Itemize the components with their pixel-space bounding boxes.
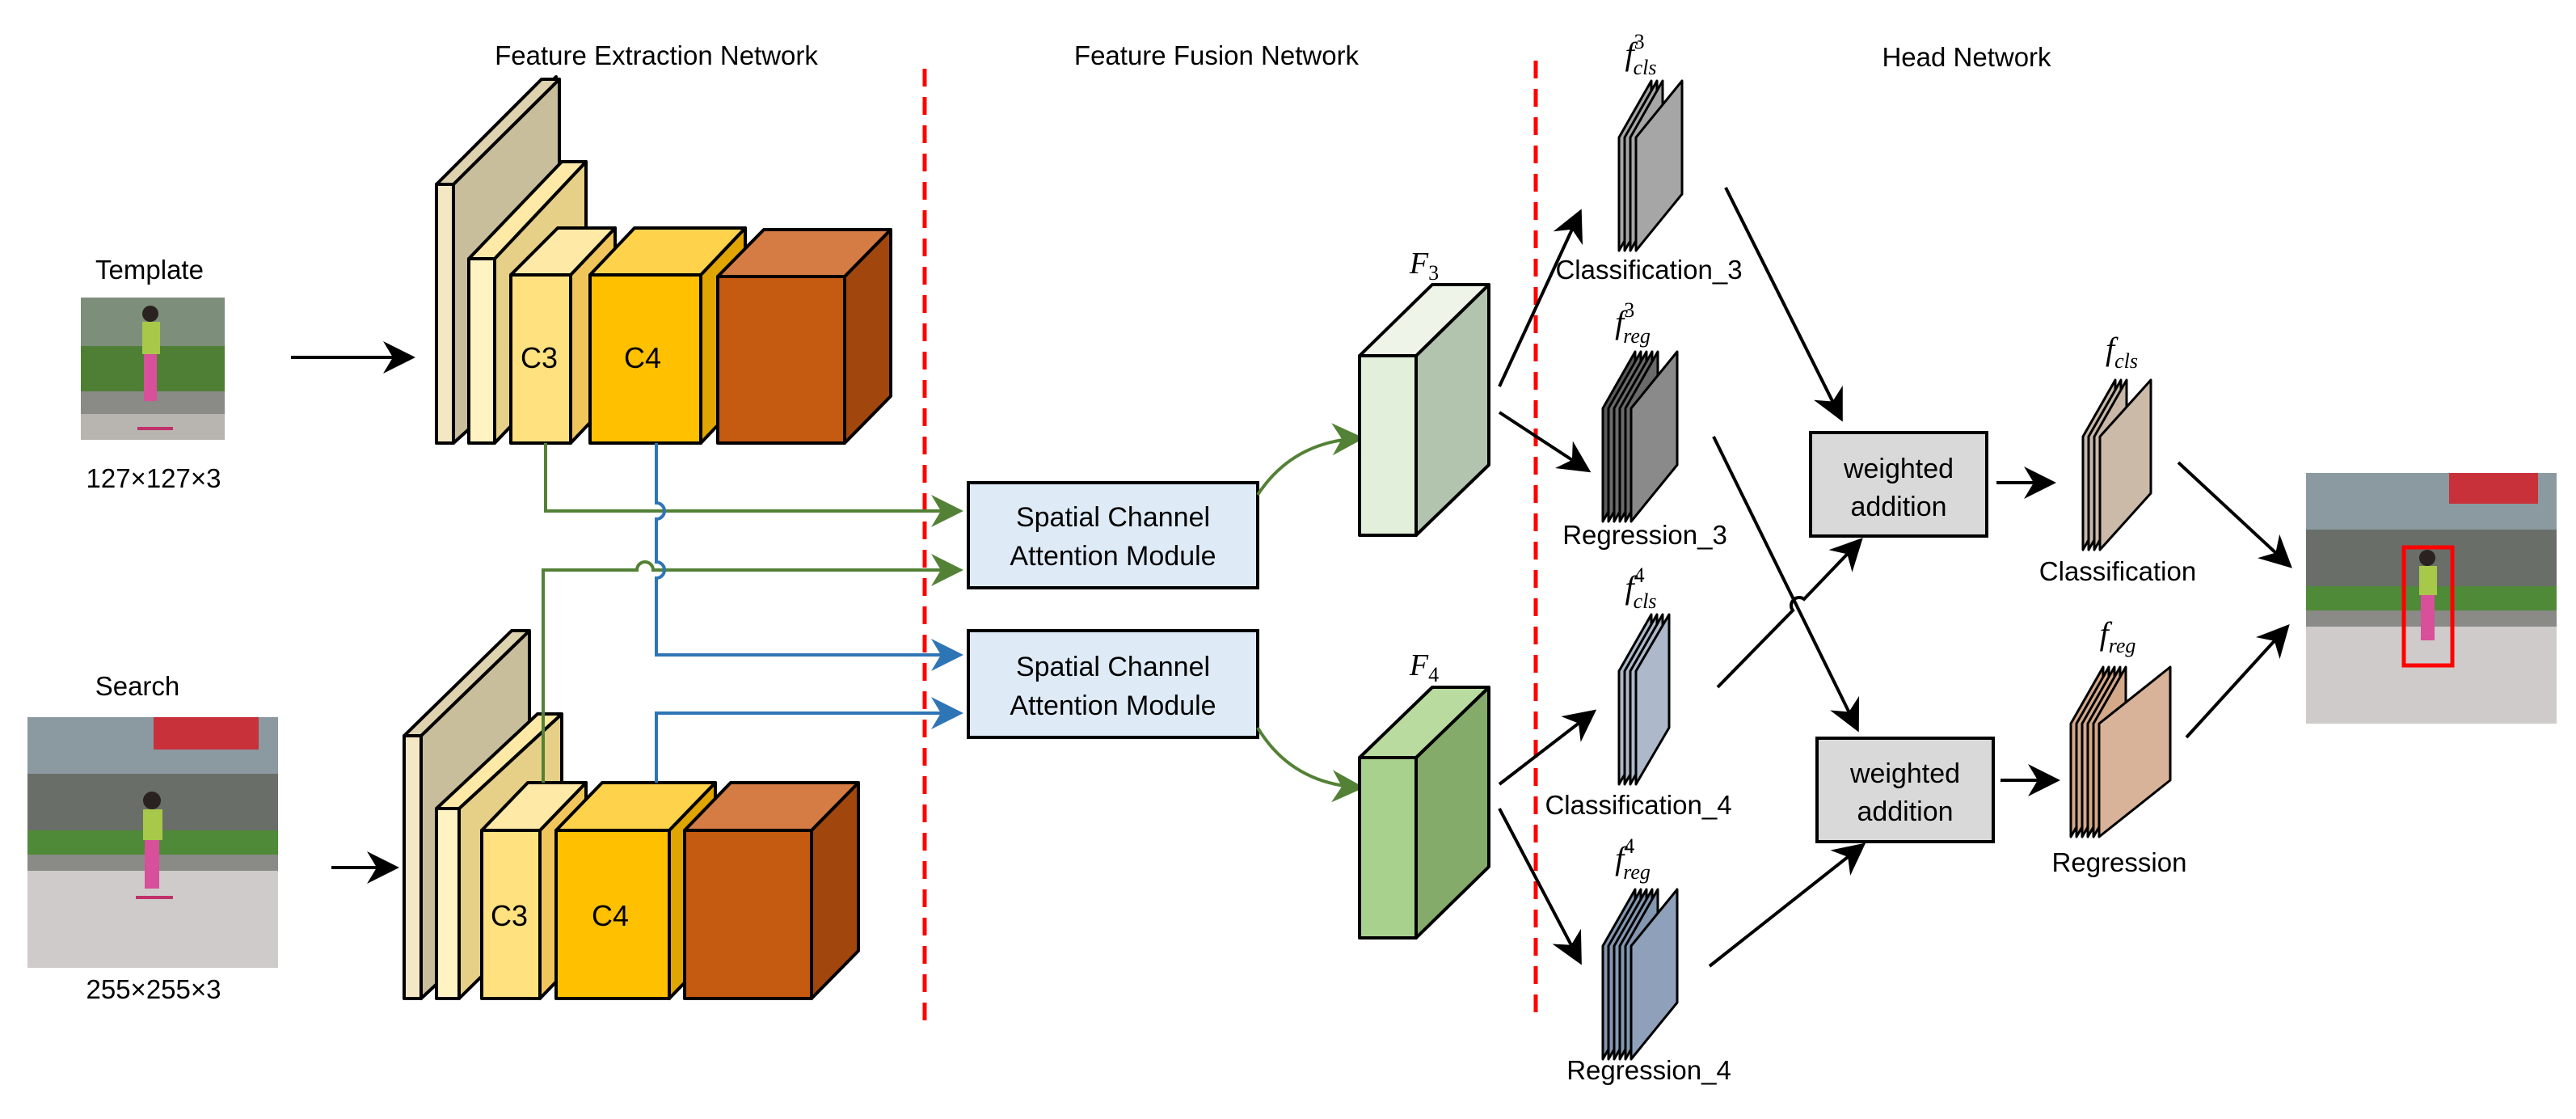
search-c3-label: C3	[491, 899, 528, 932]
search-layer1-front	[403, 734, 423, 1000]
search-size: 255×255×3	[86, 974, 221, 1004]
classification-3-label: Classification_3	[1555, 255, 1742, 285]
arrow-reg4-to-weighted-lower	[1708, 842, 1866, 968]
arrow-reg-to-output	[2185, 624, 2290, 739]
f-cls-label: fcls	[2106, 331, 2138, 373]
arrow-module-to-f4	[1256, 726, 1364, 803]
search-layer2-front	[435, 807, 461, 1000]
output-image	[2306, 473, 2557, 724]
regression-4-label: Regression_4	[1566, 1055, 1731, 1085]
classification-final-stack	[2081, 378, 2152, 551]
attention-module-lower-line1: Spatial Channel	[1016, 652, 1210, 682]
f-reg-label: freg	[2100, 615, 2136, 657]
template-image	[81, 298, 225, 440]
search-c5-top	[683, 781, 860, 832]
search-c4-top	[554, 781, 717, 832]
attention-module-upper-line1: Spatial Channel	[1016, 502, 1210, 533]
arrow-module-to-f3	[1256, 423, 1364, 496]
search-c5-front	[683, 829, 813, 1000]
template-c3-top	[509, 226, 617, 277]
weighted-addition-upper: weighted addition	[1809, 431, 1988, 538]
arrow-cls3-to-weighted-upper	[1724, 187, 1843, 422]
template-c4-label: C4	[624, 341, 661, 374]
regression-4-stack	[1601, 888, 1679, 1061]
blue-connector-search-c4	[655, 697, 963, 783]
regression-final-stack	[2069, 665, 2172, 838]
search-c3-top	[480, 781, 588, 832]
template-label: Template	[95, 255, 204, 285]
green-connector-template-c3	[544, 443, 963, 527]
search-label: Search	[95, 671, 180, 701]
weighted-addition-lower-line1: weighted	[1849, 758, 1960, 789]
weighted-addition-upper-line1: weighted	[1843, 454, 1954, 484]
weighted-addition-lower-line2: addition	[1857, 796, 1953, 827]
f3-label: F3	[1409, 247, 1439, 285]
attention-module-lower: Spatial Channel Attention Module	[967, 629, 1259, 739]
search-image	[27, 717, 278, 968]
template-layer1-front	[435, 183, 455, 445]
f4-label: F4	[1409, 648, 1439, 686]
template-c5-front	[716, 275, 846, 445]
green-connector-search-c3	[542, 554, 963, 783]
classification-3-stack	[1617, 79, 1684, 252]
arrow-f4-to-cls4	[1498, 709, 1597, 786]
f3-feature-map	[1358, 283, 1490, 537]
arrow-cls4-to-weighted-upper	[1716, 538, 1863, 689]
search-backbone	[403, 629, 860, 1000]
weighted-addition-upper-line2: addition	[1850, 492, 1946, 522]
output-bounding-box	[2401, 545, 2455, 668]
attention-module-lower-line2: Attention Module	[1010, 690, 1216, 721]
search-c4-label: C4	[592, 899, 629, 932]
template-layer2-cap	[467, 160, 588, 260]
weighted-addition-lower: weighted addition	[1815, 737, 1995, 843]
template-backbone	[435, 75, 892, 445]
search-layer1-cap	[403, 629, 531, 737]
regression-final-label: Regression	[2052, 847, 2187, 877]
section-title-head: Head Network	[1882, 42, 2051, 72]
template-size: 127×127×3	[86, 463, 221, 493]
arrow-f4-to-reg4	[1498, 808, 1582, 965]
arrow-f3-to-reg3	[1498, 411, 1592, 473]
regression-3-stack	[1601, 350, 1679, 523]
template-c4-top	[588, 226, 747, 277]
classification-final-label: Classification	[2039, 556, 2196, 586]
arrow-f3-to-cls3	[1498, 209, 1583, 387]
section-title-feature-fusion: Feature Fusion Network	[1074, 40, 1360, 70]
arrow-cls-to-output	[2177, 461, 2292, 568]
template-layer1-cap	[435, 78, 561, 186]
section-title-feature-extraction: Feature Extraction Network	[495, 40, 818, 70]
attention-module-upper-line2: Attention Module	[1010, 541, 1216, 572]
attention-module-upper: Spatial Channel Attention Module	[967, 481, 1259, 589]
template-layer2-front	[467, 257, 496, 445]
template-c5-top	[716, 228, 892, 278]
blue-connector-template-c4	[655, 443, 963, 671]
classification-4-label: Classification_4	[1545, 790, 1731, 820]
search-layer2-cap	[435, 712, 563, 810]
regression-3-label: Regression_3	[1562, 520, 1727, 550]
classification-4-stack	[1617, 613, 1671, 786]
template-c3-label: C3	[521, 341, 558, 374]
f4-feature-map	[1358, 686, 1490, 940]
arrow-reg3-to-weighted-lower	[1712, 436, 1860, 733]
